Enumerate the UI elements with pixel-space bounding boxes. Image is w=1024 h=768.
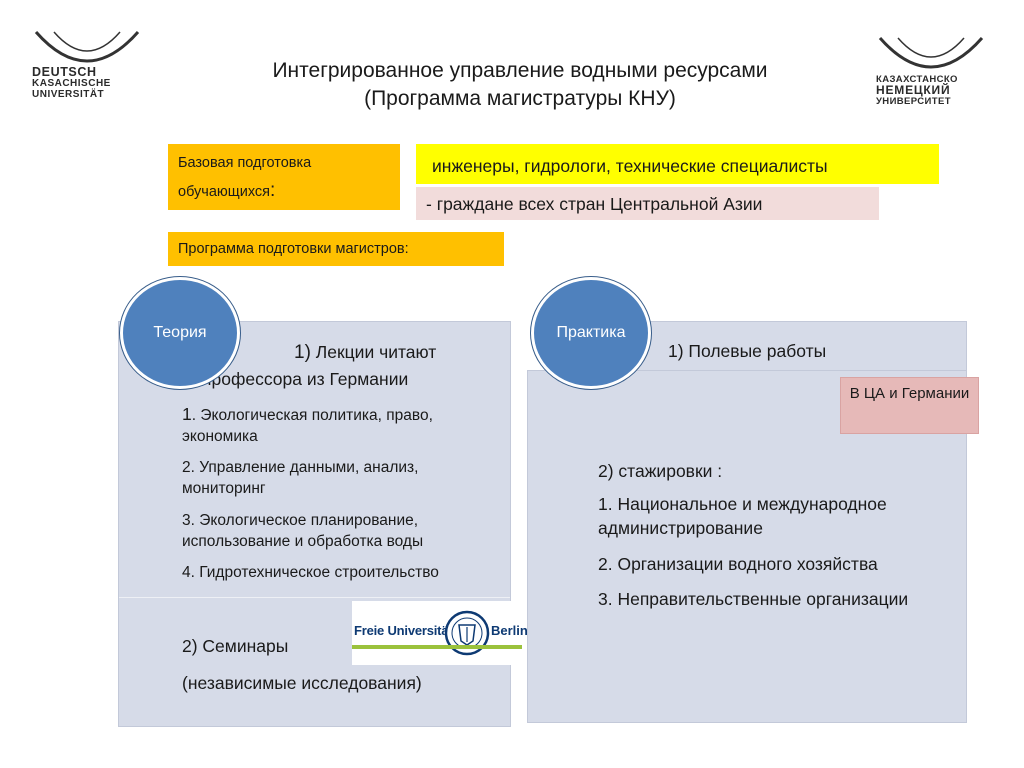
citizens-box: - граждане всех стран Центральной Азии [416,187,879,220]
independent-research-label: (независимые исследования) [182,673,422,693]
dku-logo: DEUTSCH KASACHISCHE UNIVERSITÄT [28,30,143,102]
knu-logo-line1: КАЗАХСТАНСКО [876,74,958,85]
theory-divider [119,597,510,598]
theory-item-1-number: 1 [182,404,192,424]
theory-item-4: 4. Гидротехническое строительство [182,564,439,581]
practice-item-2: 2. Организации водного хозяйства [598,554,878,574]
theory-circle: Теория [120,277,240,389]
seminars-label: 2) Семинары [182,636,289,656]
dku-arc-icon [34,31,140,63]
fu-logo-right-text: Berlin [491,623,528,638]
title-line2: (Программа магистратуры КНУ) [364,87,676,110]
lectures-number: 1) [294,342,311,363]
lectures-line2: профессора из Германии [202,369,409,389]
fu-logo-underline [352,645,522,649]
dku-logo-line2: KASACHISCHE [32,78,111,89]
theory-item-3: 3. Экологическое планирование, использов… [182,512,424,550]
title-line1: Интегрированное управление водными ресур… [272,59,768,82]
engineers-box: инженеры, гидрологи, технические специал… [416,144,939,184]
dku-logo-line1: DEUTSCH [32,65,97,79]
knu-logo-line2: НЕМЕЦКИЙ [876,83,951,97]
fu-logo-left-text: Freie Universität [354,623,453,638]
lectures-heading: 1) Лекции читают [294,340,436,365]
location-box: В ЦА и Германии [840,377,979,434]
field-work-label: 1) Полевые работы [668,341,827,361]
practice-item-1: 1. Национальное и международное админист… [598,494,887,538]
base-training-line2: обучающихся [178,184,271,200]
dku-logo-line3: UNIVERSITÄT [32,89,105,100]
fu-berlin-logo: Freie Universität Berlin [352,601,528,665]
base-training-box: Базовая подготовка обучающихся: [168,144,400,210]
theory-item-1: 1. Экологическая политика, право, эконом… [182,404,502,447]
base-training-line1: Базовая подготовка [178,155,312,171]
page-title: Интегрированное управление водными ресур… [160,57,880,113]
theory-item-2: 2. Управление данными, анализ, мониторин… [182,459,419,497]
lectures-line1: Лекции читают [310,342,437,362]
knu-logo-line3: УНИВЕРСИТЕТ [876,96,951,107]
theory-item-1-text: . Экологическая политика, право, экономи… [182,407,433,445]
program-box: Программа подготовки магистров: [168,232,504,266]
knu-arc-icon [878,37,984,69]
knu-logo: КАЗАХСТАНСКО НЕМЕЦКИЙ УНИВЕРСИТЕТ [874,36,989,116]
practice-item-3: 3. Неправительственные организации [598,589,909,609]
base-training-colon: : [270,180,276,201]
practice-circle: Практика [531,277,651,389]
fu-seal-icon [444,610,490,656]
internships-label: 2) стажировки : [598,461,723,481]
